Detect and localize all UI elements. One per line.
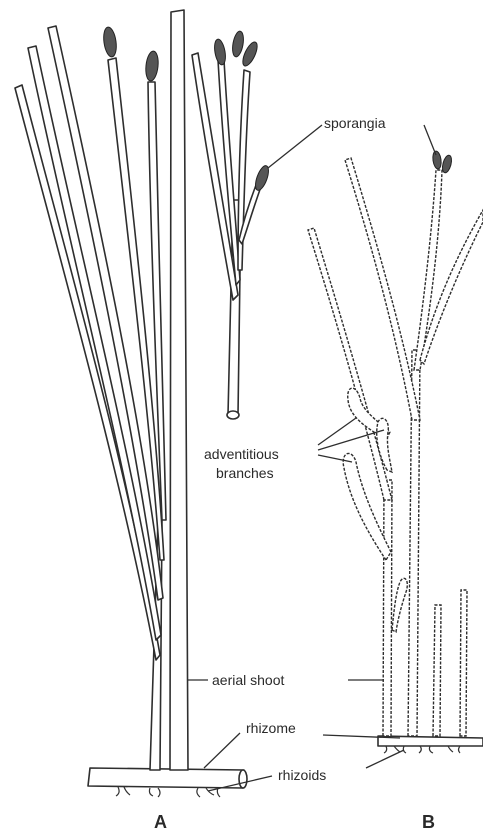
- detached-branch-a-end: [227, 411, 239, 419]
- aerial-shoot-a: [170, 10, 188, 770]
- panel-b-drawing: [308, 151, 483, 753]
- adventitious-branch-b-4: [392, 578, 407, 632]
- rhizoids-label: rhizoids: [278, 767, 326, 783]
- shoot-b-short-2: [460, 590, 467, 736]
- aerial-shoot-label: aerial shoot: [212, 672, 284, 688]
- adventitious-label-line1: adventitious: [204, 446, 279, 462]
- rhizome-a: [88, 768, 244, 788]
- sporangia-leader-2: [424, 125, 436, 155]
- sporangium-a-1: [102, 26, 118, 57]
- panel-label-a: A: [154, 812, 167, 832]
- rhizome-label: rhizome: [246, 720, 296, 736]
- sporangium-b-1: [432, 151, 442, 170]
- rhizoids-b: [384, 746, 460, 753]
- rhizome-a-end: [239, 770, 247, 788]
- aerial-shoot-b: [383, 480, 392, 736]
- rhizoids-a: [116, 787, 220, 797]
- sporangia-label: sporangia: [324, 115, 386, 131]
- sporangium-a-2: [144, 50, 159, 81]
- sporangium-a-4: [231, 30, 245, 57]
- shoot-b-short-1: [433, 605, 441, 736]
- sporangium-a-3: [213, 38, 227, 65]
- adventitious-label-line2: branches: [216, 465, 274, 481]
- sporangia-leader-1: [268, 125, 322, 168]
- adventitious-leader-1: [318, 418, 356, 445]
- branch-a-3: [48, 26, 163, 600]
- annotations: sporangia adventitious branches aerial s…: [154, 115, 436, 832]
- panel-label-b: B: [422, 812, 435, 832]
- rhizome-leader-left: [204, 733, 240, 768]
- sporangium-b-2: [441, 154, 453, 173]
